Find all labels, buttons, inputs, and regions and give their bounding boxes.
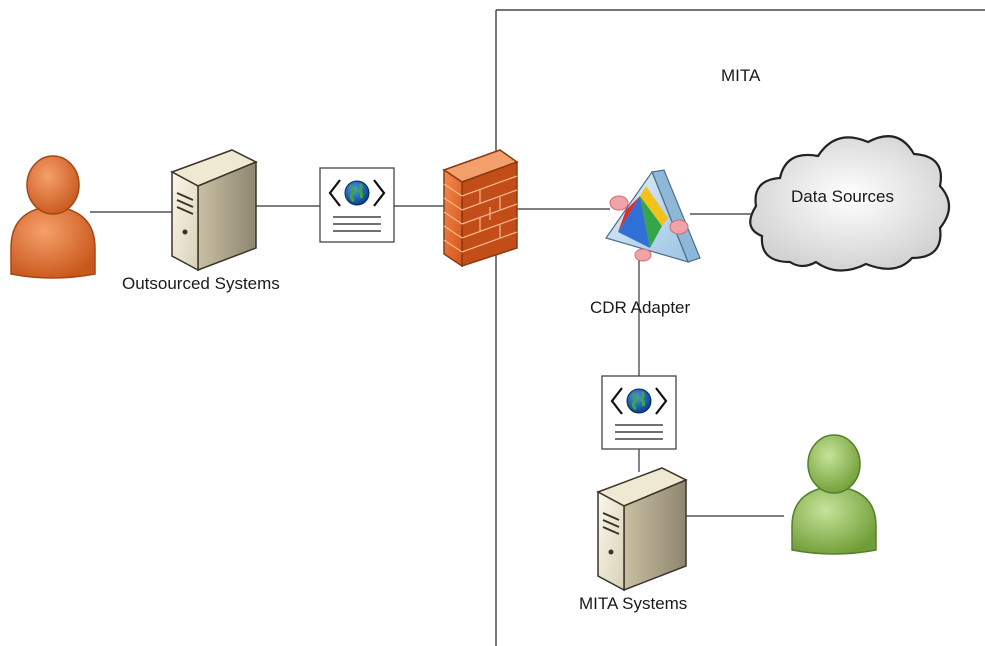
cloud-icon (749, 135, 951, 272)
mita-boundary (495, 9, 985, 646)
cdr-adapter-label: CDR Adapter (590, 298, 691, 317)
web-document-icon (319, 167, 395, 243)
boundary-label: MITA (721, 66, 761, 85)
web-document-icon (601, 375, 677, 450)
internal-user-icon (791, 434, 877, 555)
data-sources-label: Data Sources (791, 187, 894, 206)
firewall-icon (442, 149, 519, 268)
outsourced-systems-label: Outsourced Systems (122, 274, 280, 293)
prism-adapter-icon (605, 169, 701, 263)
external-user-icon (10, 155, 96, 279)
mita-systems-label: MITA Systems (579, 594, 688, 613)
server-tower-icon (170, 149, 258, 272)
server-tower-icon (596, 467, 688, 592)
connectors (90, 205, 784, 517)
